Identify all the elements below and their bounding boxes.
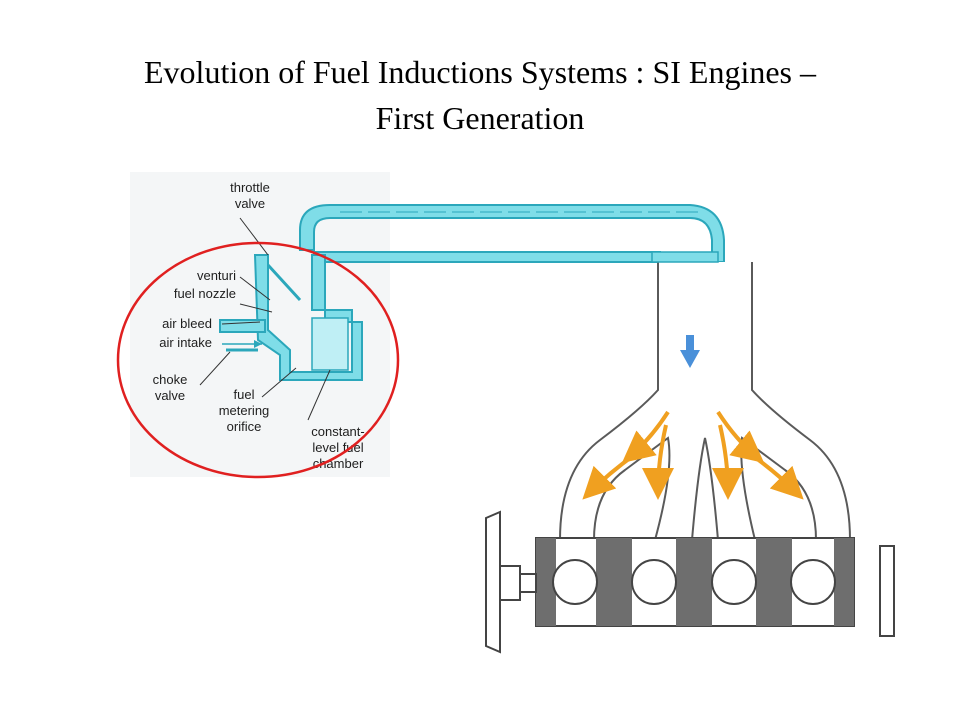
slide-title-line-2: First Generation xyxy=(375,100,585,136)
carburetor xyxy=(219,254,363,381)
label-air-bleed: air bleed xyxy=(162,316,212,331)
label-orifice: orifice xyxy=(227,419,262,434)
label-air-intake: air intake xyxy=(159,335,212,350)
label-venturi: venturi xyxy=(197,268,236,283)
cylinder-3 xyxy=(711,559,757,605)
label-choke: choke xyxy=(153,372,188,387)
air-flow-down-arrow xyxy=(680,335,700,368)
fan-pulley xyxy=(485,510,537,654)
label-leaders xyxy=(199,217,331,421)
label-chamber: chamber xyxy=(313,456,364,471)
cylinder-2 xyxy=(631,559,677,605)
slide-title-line-1: Evolution of Fuel Inductions Systems : S… xyxy=(144,54,816,90)
label-throttle-valve: valve xyxy=(235,196,265,211)
highlight-circle xyxy=(116,241,400,479)
label-fuel-nozzle: fuel nozzle xyxy=(174,286,236,301)
intake-manifold xyxy=(558,251,852,541)
cylinder-4 xyxy=(790,559,836,605)
label-constant: constant- xyxy=(311,424,364,439)
label-level-fuel: level fuel xyxy=(312,440,363,455)
engine-block xyxy=(535,537,855,627)
cylinder-1 xyxy=(552,559,598,605)
fuel-chamber xyxy=(311,317,349,371)
throttle-valve-plate xyxy=(266,263,302,302)
flow-arrows xyxy=(582,410,804,500)
flywheel xyxy=(879,545,895,637)
label-throttle: throttle xyxy=(230,180,270,195)
label-choke-valve: valve xyxy=(155,388,185,403)
label-metering: metering xyxy=(219,403,270,418)
label-fuel: fuel xyxy=(234,387,255,402)
